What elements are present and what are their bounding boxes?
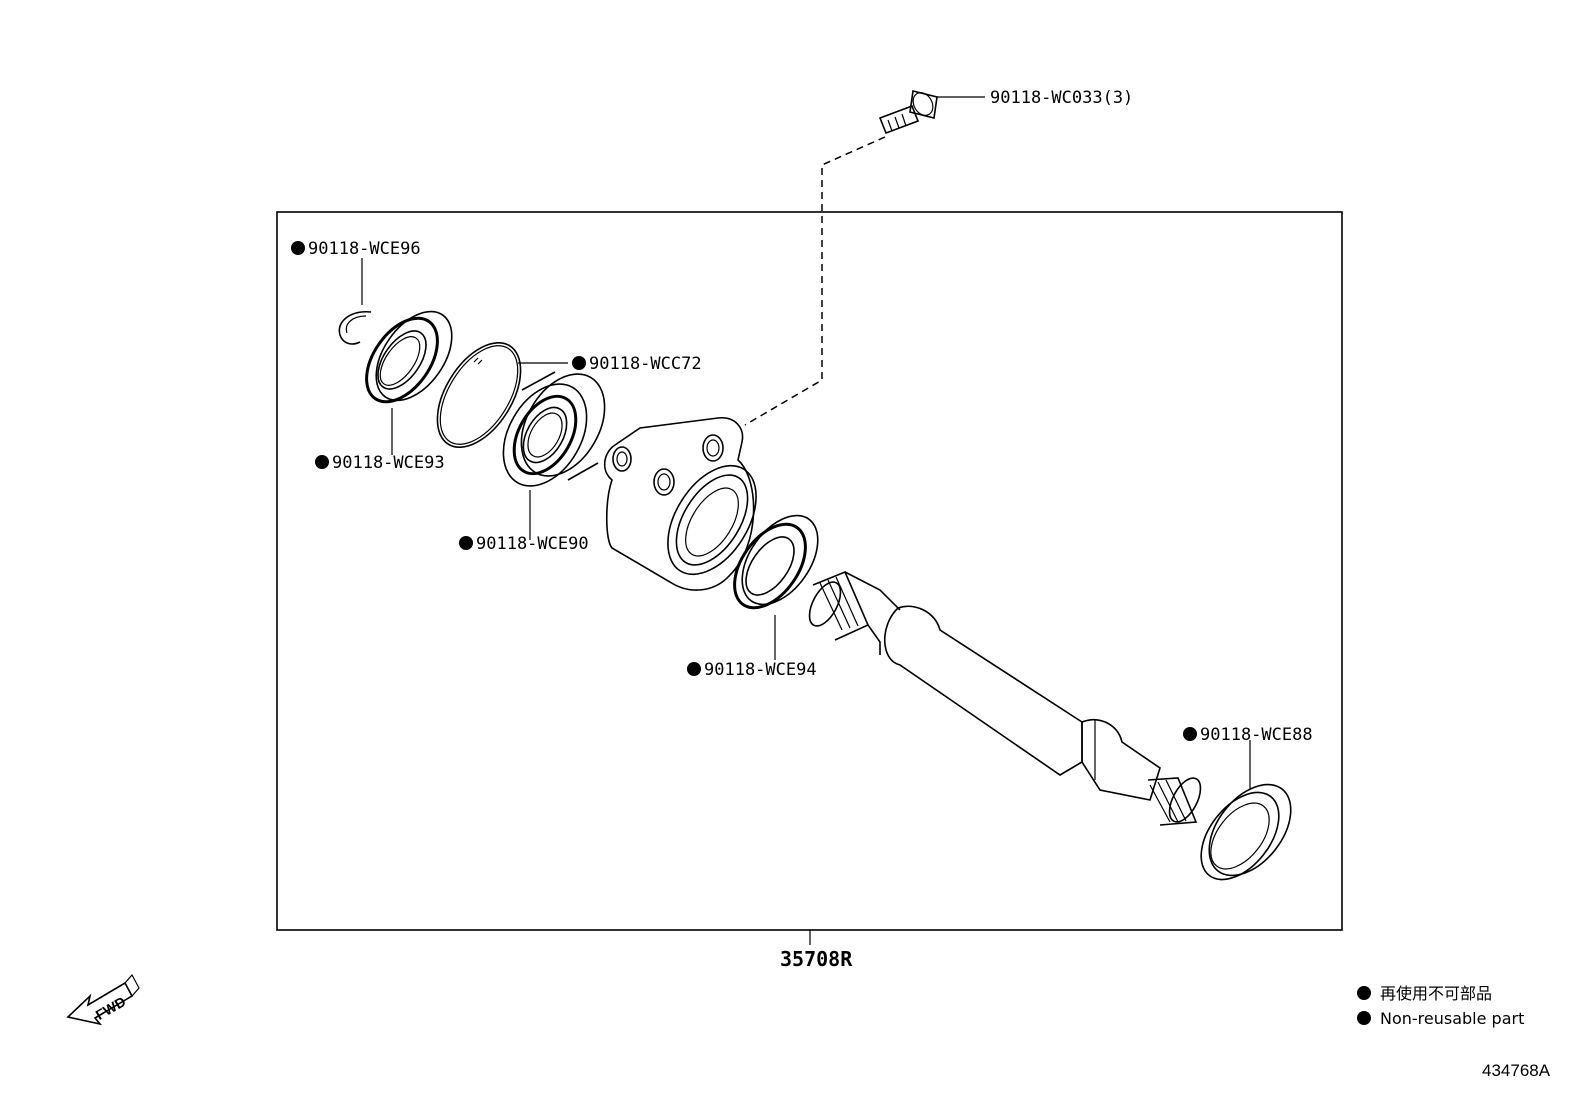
legend-english: Non-reusable part <box>1380 1009 1524 1028</box>
bolt-dashed-path <box>744 136 886 426</box>
bearing-callout: 90118-WCE90 <box>476 534 589 554</box>
legend-marker <box>1357 1011 1371 1025</box>
bolt-callout: 90118-WC033(3) <box>990 88 1133 108</box>
non-reusable-marker <box>315 455 329 469</box>
assembly-number: 35708R <box>780 947 853 971</box>
assembly-frame <box>276 211 1343 931</box>
fwd-label: FWD <box>93 993 129 1023</box>
legend-japanese: 再使用不可部品 <box>1380 984 1492 1003</box>
non-reusable-marker <box>459 536 473 550</box>
wire-ring-callout: 90118-WCC72 <box>589 354 702 374</box>
snap-ring-callout: 90118-WCE96 <box>308 239 421 259</box>
shaft-part <box>808 570 1202 826</box>
non-reusable-marker <box>291 241 305 255</box>
fwd-arrow-icon: FWD <box>66 973 140 1026</box>
oil-seal-mid-part <box>733 514 819 610</box>
bearing-housing-part <box>603 417 757 591</box>
non-reusable-marker <box>572 356 586 370</box>
non-reusable-marker <box>1183 727 1197 741</box>
wire-ring-part <box>436 341 522 449</box>
oil-seal-right-part <box>1200 783 1292 881</box>
figure-id: 434768A <box>1482 1061 1551 1080</box>
oil-seal-left-callout: 90118-WCE93 <box>332 453 445 473</box>
oil-seal-mid-callout: 90118-WCE94 <box>704 660 817 680</box>
legend-marker <box>1357 986 1371 1000</box>
oil-seal-right-callout: 90118-WCE88 <box>1200 725 1313 745</box>
bolt-part <box>878 90 985 135</box>
non-reusable-marker <box>687 662 701 676</box>
snap-ring-part <box>338 311 372 345</box>
bearing-part <box>502 371 606 487</box>
oil-seal-left-part <box>365 310 453 404</box>
